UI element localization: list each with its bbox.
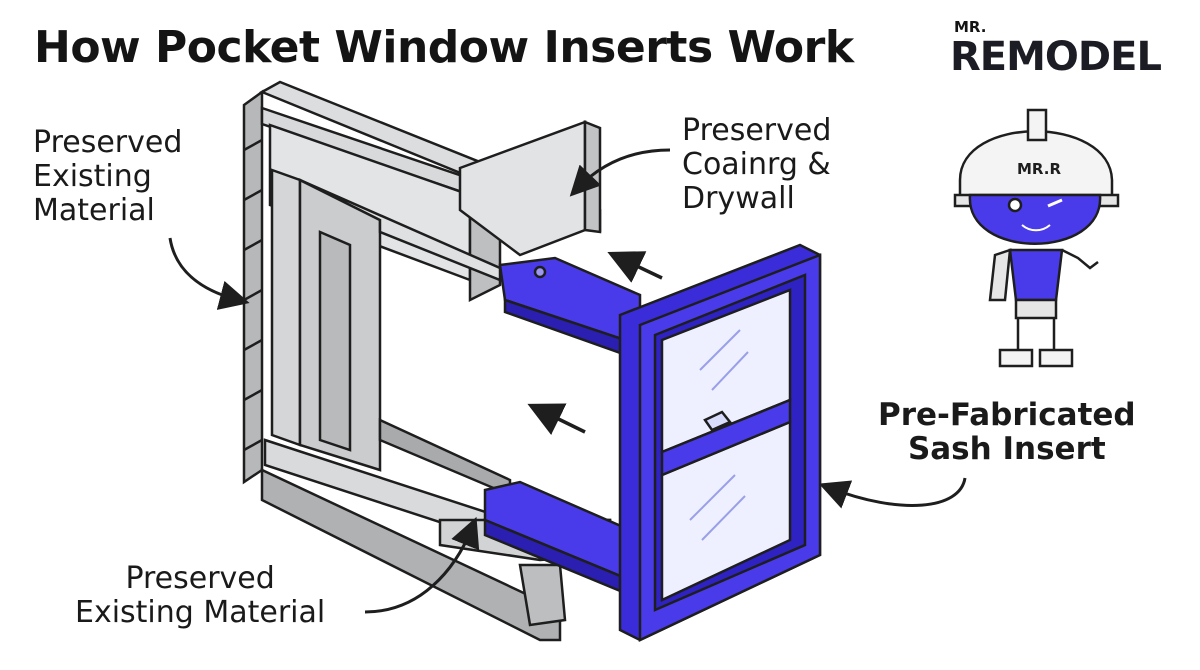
callout-arrows — [168, 148, 967, 614]
label-preserved-existing-material-left: Preserved Existing Material — [33, 125, 183, 228]
brand-logo: MR. REMODEL — [950, 18, 1180, 80]
sash-insert — [618, 243, 822, 642]
label-prefabricated-sash-insert: Pre-Fabricated Sash Insert — [878, 397, 1136, 467]
mascot-badge-text: MR.R — [1017, 160, 1061, 178]
motion-arrows — [527, 251, 663, 435]
insert-rails — [483, 256, 642, 597]
mascot-illustration — [953, 108, 1120, 368]
label-preserved-existing-material-bottom: Preserved Existing Material — [75, 561, 326, 630]
logo-main-text: REMODEL — [950, 34, 1162, 80]
label-preserved-casing-drywall: Preserved Coainrg & Drywall — [682, 113, 832, 216]
page-title: How Pocket Window Inserts Work — [34, 22, 854, 73]
logo-top-text: MR. — [954, 18, 987, 36]
drywall-return — [458, 120, 602, 257]
